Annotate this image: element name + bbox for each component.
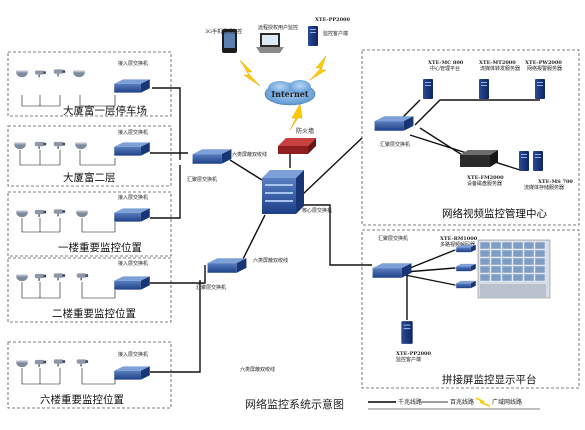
zone-1-label: 大厦富一层停车场 (63, 104, 147, 117)
dome-camera-icon (14, 142, 26, 150)
zone-1-box (7, 51, 172, 117)
camera-icon (53, 273, 66, 281)
server-icon (423, 79, 433, 99)
zone-2-label: 大厦富二层 (63, 171, 116, 184)
dome-camera-icon (16, 360, 28, 368)
camera-icon (53, 359, 66, 367)
camera-icon (35, 70, 46, 78)
server-icon (533, 151, 543, 171)
access-switch-label: 接入层交换机 (118, 351, 148, 358)
client-server-icon (308, 26, 318, 46)
server-2-desc: 流媒体转发服务器 (480, 65, 520, 72)
cable-label-1: 六类屏蔽双绞线 (232, 151, 267, 158)
server-2-model: XTE-MT2000 (479, 60, 516, 66)
camera-icon (53, 69, 66, 77)
server-5-model: XTE-MS 700 (538, 179, 573, 185)
access-switch-icon (114, 79, 150, 93)
access-switch-icon (114, 142, 150, 156)
server-3-model: XTE-PW2000 (525, 60, 562, 66)
access-switch-label: 接入层交换机 (118, 60, 148, 67)
display-client-model: XTE-PP2000 (396, 351, 432, 357)
internet-cloud: Internet (264, 80, 316, 106)
display-label: 拼接屏监控显示平台 (442, 373, 537, 386)
aggregation-switch-top-label: 汇聚层交换机 (187, 176, 217, 183)
core-switch-label: 核心层交换机 (302, 207, 332, 214)
camera-icon (76, 359, 89, 367)
access-switch-icon (114, 208, 150, 222)
client-pc-icon (401, 321, 413, 344)
zone-5-box (7, 341, 172, 409)
zone-4-box (7, 257, 172, 323)
dome-camera-icon (75, 142, 87, 150)
server-5-desc: 流媒体存储服务器 (524, 184, 564, 191)
server-icon (535, 79, 545, 99)
legend-100m-label: 百兆线路 (450, 398, 474, 406)
server-3-desc: 网络报警服务器 (527, 65, 562, 72)
internet-label: Internet (271, 89, 308, 99)
dome-camera-icon (73, 70, 85, 78)
server-4-desc: 设备磁盘服务器 (467, 180, 502, 187)
dome-camera-icon (16, 274, 28, 282)
access-switch-label: 接入层交换机 (118, 194, 148, 201)
center-label: 网络视频监控管理中心 (442, 207, 547, 220)
legend-wan-label: 广域网线路 (492, 398, 522, 406)
disk-server-icon (460, 150, 498, 167)
center-box (361, 49, 580, 226)
dome-camera-icon (76, 210, 88, 218)
display-aggregation-label: 汇聚层交换机 (378, 235, 408, 242)
access-switch-icon (114, 276, 150, 290)
firewall-label: 防火墙 (296, 127, 314, 135)
camera-icon (34, 209, 47, 217)
display-client-desc: 监控客户端 (396, 356, 421, 363)
video-wall-icon (477, 239, 551, 299)
server-icon (479, 79, 489, 99)
cable-label-2: 六类屏蔽双绞线 (253, 257, 288, 264)
laptop-icon (256, 33, 284, 53)
display-aggregation-switch-icon (372, 263, 412, 278)
zone-2-box (7, 125, 172, 187)
camera-icon (34, 359, 47, 367)
aggregation-switch-bottom-icon (207, 258, 247, 273)
decoder-desc: 多路视频解码器 (440, 241, 475, 248)
laptop-label: 远程授权用户监控 (258, 24, 298, 31)
legend-gigabit-label: 千兆线路 (398, 398, 422, 406)
camera-icon (34, 141, 47, 149)
access-switch-label: 接入层交换机 (118, 260, 148, 267)
client-server-label: 监控客户端 (323, 30, 348, 37)
zone-5-label: 六楼重要监控位置 (40, 393, 124, 406)
firewall-icon: 防火墙 (278, 127, 316, 154)
cable-label-3: 六类屏蔽双绞线 (240, 366, 275, 373)
phone-label: 3G手机视频监控 (205, 28, 242, 35)
server-1-model: XTE-MC 800 (428, 60, 464, 66)
server-icon (519, 151, 529, 171)
camera-icon (53, 209, 66, 217)
diagram-title: 网络监控系统示意图 (245, 397, 344, 411)
camera-icon (53, 141, 66, 149)
display-box (361, 229, 580, 389)
decoder-model: XTE-RM1000 (440, 236, 478, 242)
aggregation-switch-bottom-label: 汇聚层交换机 (196, 284, 226, 291)
camera-icon (34, 273, 47, 281)
server-4-model: XTE-FM2000 (467, 175, 504, 181)
legend-wan-icon (475, 397, 491, 407)
access-switch-label: 接入层交换机 (118, 129, 148, 136)
server-1-desc: 中心管理平台 (430, 65, 460, 72)
core-switch-icon (262, 170, 304, 214)
zone-3-label: 一楼重要监控位置 (58, 241, 142, 254)
zone-3-box (7, 191, 172, 257)
client-server-model: XTE-PP2000 (315, 17, 351, 23)
decoder-switch-icon (456, 244, 476, 289)
dome-camera-icon (16, 210, 28, 218)
zone-4-label: 二楼重要监控位置 (52, 307, 136, 320)
connection-lines (150, 87, 540, 373)
phone-icon (222, 29, 237, 53)
aggregation-switch-top-icon (192, 149, 232, 164)
camera-icon (76, 273, 89, 281)
dome-camera-icon (16, 70, 28, 78)
access-switch-icon (114, 366, 150, 380)
center-aggregation-label: 汇聚层交换机 (380, 141, 410, 148)
center-aggregation-switch-icon (374, 116, 414, 131)
legend: 千兆线路 百兆线路 广域网线路 (368, 397, 540, 410)
